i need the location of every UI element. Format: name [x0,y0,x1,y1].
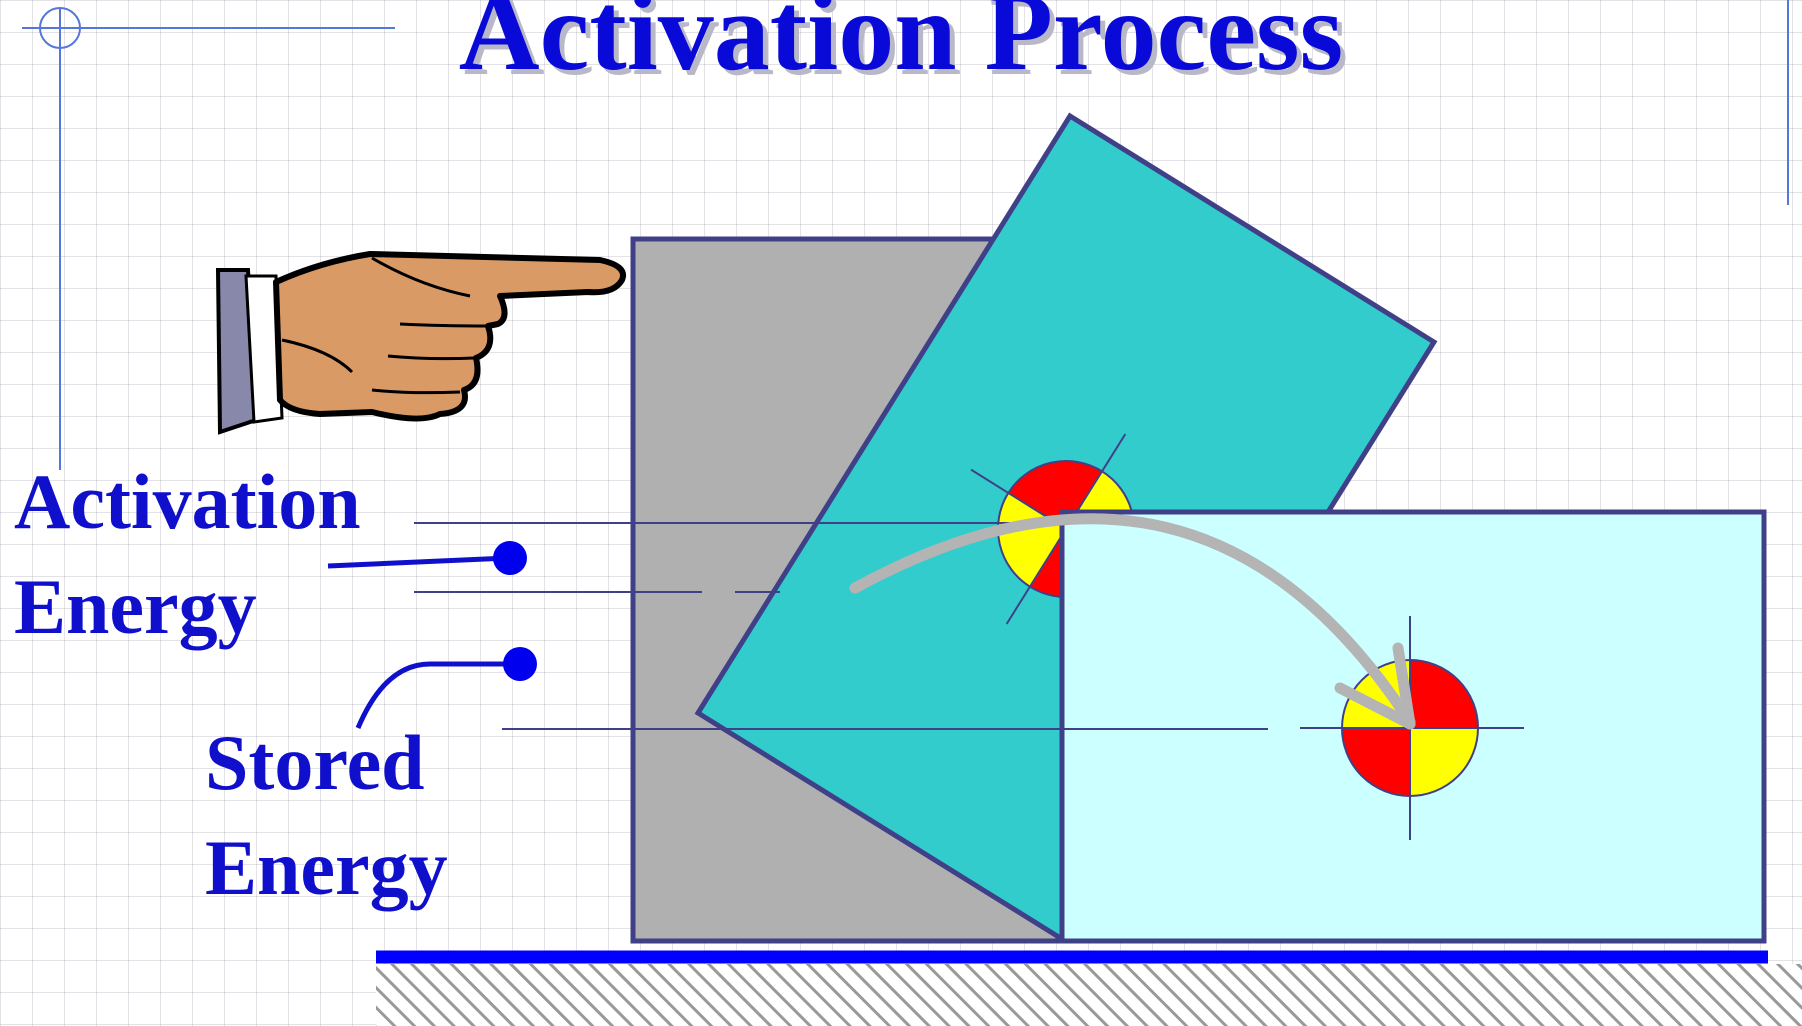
stored-energy-pointer [355,647,537,729]
energy-level-lines [414,522,1268,730]
activation-energy-pointer [327,541,527,575]
activation-energy-label-line1: Activation [14,458,361,545]
pointing-hand-icon [215,251,626,435]
stored-energy-label-line1: Stored [205,719,425,806]
page-title: Activation Process [458,0,1344,94]
rotation-arrow-icon [849,513,1416,730]
ground-hatch [376,964,1802,1026]
frame-decoration [22,0,1789,470]
activation-energy-label-line2: Energy [14,563,257,650]
stored-energy-label-line2: Energy [205,824,448,911]
